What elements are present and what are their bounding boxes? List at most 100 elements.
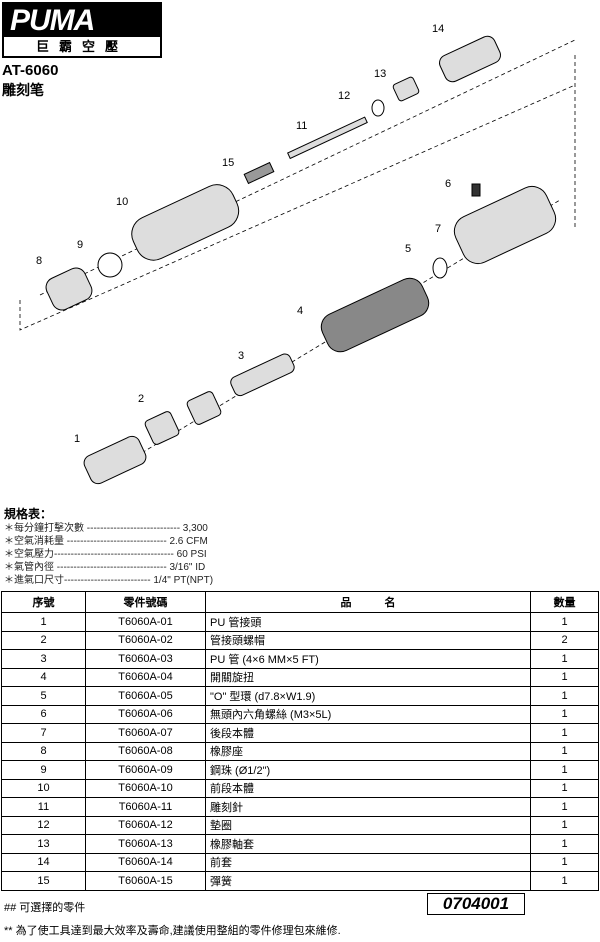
cell-qty: 1 — [530, 612, 599, 632]
cell-no: 8 — [1, 741, 86, 761]
cell-qty: 2 — [530, 630, 599, 650]
part-2-nuts — [144, 391, 222, 445]
cell-qty: 1 — [530, 704, 599, 724]
label-14: 14 — [432, 23, 444, 35]
model-number: AT-6060 — [2, 62, 59, 79]
cell-description: 雕刻針 — [205, 797, 531, 817]
cell-description: 墊圈 — [205, 815, 531, 835]
cell-no: 6 — [1, 704, 86, 724]
brand-subtitle: 巨霸空壓 — [35, 39, 128, 54]
cell-description: "O" 型環 (d7.8×W1.9) — [205, 686, 531, 706]
label-12: 12 — [338, 90, 350, 102]
specs: 規格表： ＊每分鐘打擊次數 --------------------------… — [4, 508, 213, 587]
part-14-front-sleeve — [439, 35, 501, 83]
document-code: 0704001 — [427, 893, 525, 915]
cell-qty: 1 — [530, 741, 599, 761]
cell-part-number: T6060A-05 — [85, 686, 206, 706]
label-7: 7 — [435, 223, 441, 235]
cell-description: 前套 — [205, 852, 531, 872]
label-1: 1 — [74, 433, 80, 445]
spec-item: ＊進氣口尺寸-------------------------- 1/4" PT… — [4, 575, 214, 586]
cell-part-number: T6060A-15 — [85, 871, 206, 891]
label-11: 11 — [296, 120, 307, 132]
spec-item: ＊氣管內徑 --------------------------------- … — [4, 562, 206, 573]
cell-no: 11 — [1, 797, 86, 817]
label-2: 2 — [138, 393, 144, 405]
cell-no: 9 — [1, 760, 86, 780]
cell-no: 5 — [1, 686, 86, 706]
cell-description: PU 管 (4×6 MM×5 FT) — [205, 649, 531, 669]
part-3-pu-tube — [230, 353, 295, 397]
cell-part-number: T6060A-12 — [85, 815, 206, 835]
exploded-diagram: 14 13 12 11 15 10 9 8 6 7 5 4 3 2 1 — [19, 23, 576, 485]
part-15-spring — [243, 161, 275, 185]
label-6: 6 — [445, 178, 451, 190]
repair-kit-note: ** 為了使工具達到最大效率及壽命,建議使用整組的零件修理包來維修. — [4, 925, 341, 937]
cell-qty: 1 — [530, 667, 599, 687]
cell-part-number: T6060A-04 — [85, 667, 206, 687]
cell-no: 12 — [1, 815, 86, 835]
cell-no: 2 — [1, 630, 86, 650]
brand-logo: PUMA 巨霸空壓 — [2, 2, 162, 58]
cell-qty: 1 — [530, 649, 599, 669]
cell-part-number: T6060A-08 — [85, 741, 206, 761]
brand-name: PUMA — [4, 4, 160, 37]
part-8-rubber-seat — [45, 267, 93, 311]
cell-no: 14 — [1, 852, 86, 872]
cell-description: 鋼珠 (Ø1/2") — [205, 760, 531, 780]
cell-description: 橡膠軸套 — [205, 834, 531, 854]
part-12-washer — [371, 99, 385, 117]
part-6-set-screw — [471, 183, 481, 197]
col-description: 品 名 — [205, 591, 531, 613]
cell-description: 彈簧 — [205, 871, 531, 891]
cell-description: 後段本體 — [205, 723, 531, 743]
spec-item: ＊每分鐘打擊次數 ---------------------------- 3,… — [4, 523, 208, 534]
cell-no: 15 — [1, 871, 86, 891]
cell-part-number: T6060A-01 — [85, 612, 206, 632]
cell-part-number: T6060A-07 — [85, 723, 206, 743]
col-qty: 數量 — [530, 591, 599, 613]
label-8: 8 — [36, 255, 42, 267]
label-3: 3 — [238, 350, 244, 362]
cell-part-number: T6060A-02 — [85, 630, 206, 650]
cell-part-number: T6060A-06 — [85, 704, 206, 724]
cell-qty: 1 — [530, 852, 599, 872]
cell-no: 1 — [1, 612, 86, 632]
cell-qty: 1 — [530, 760, 599, 780]
cell-qty: 1 — [530, 815, 599, 835]
product-title: 雕刻笔 — [2, 82, 44, 98]
cell-no: 10 — [1, 778, 86, 798]
table-header: 序號 零件號碼 品 名 數量 — [1, 591, 599, 613]
part-7-rear-body — [453, 185, 557, 265]
cell-part-number: T6060A-09 — [85, 760, 206, 780]
label-5: 5 — [405, 243, 411, 255]
col-part-number: 零件號碼 — [85, 591, 206, 613]
label-4: 4 — [297, 305, 303, 317]
label-15: 15 — [222, 157, 234, 169]
part-9-steel-ball — [97, 252, 123, 278]
cell-part-number: T6060A-03 — [85, 649, 206, 669]
cell-no: 7 — [1, 723, 86, 743]
cell-no: 4 — [1, 667, 86, 687]
optional-parts-note: ## 可選擇的零件 — [4, 902, 86, 914]
cell-no: 3 — [1, 649, 86, 669]
part-1-pu-connector — [83, 435, 147, 485]
cell-qty: 1 — [530, 778, 599, 798]
spec-item: ＊空氣壓力-----------------------------------… — [4, 549, 207, 560]
cell-description: 無頭內六角螺絲 (M3×5L) — [205, 704, 531, 724]
specs-heading: 規格表： — [4, 507, 53, 521]
part-5-o-ring — [432, 257, 448, 279]
cell-qty: 1 — [530, 797, 599, 817]
